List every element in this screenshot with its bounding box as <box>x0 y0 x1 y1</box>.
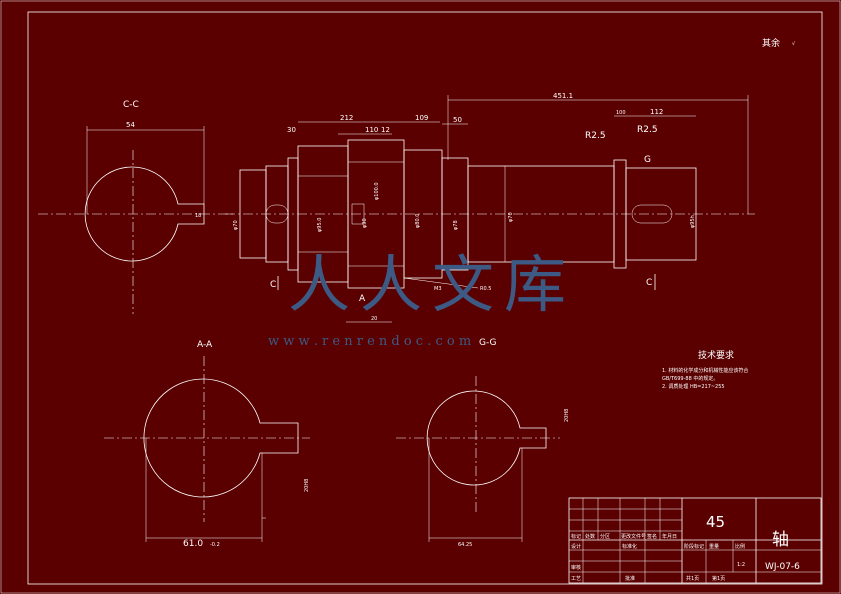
dim-aa-tol: -0.2 <box>210 542 220 548</box>
dim-12: 12 <box>381 126 390 134</box>
dim-m3: M3 <box>434 286 442 292</box>
title-part-name: 轴 <box>772 530 789 550</box>
title-block <box>568 497 822 584</box>
dim-aa-width: 61.0 <box>183 539 203 549</box>
dim-54: 54 <box>126 121 135 129</box>
corner-note: 其余 <box>762 37 780 49</box>
dim-phi95: φ95.0 <box>317 218 323 232</box>
title-row-label-5: 签名 <box>647 533 657 540</box>
marker-a: A <box>359 294 366 304</box>
title-design: 设计 <box>571 543 581 550</box>
shaft-outline <box>239 139 697 289</box>
inner-frame <box>27 11 823 585</box>
dim-212: 212 <box>340 114 353 122</box>
title-standard: 标准化 <box>622 543 637 550</box>
dim-30: 30 <box>287 126 296 134</box>
dim-50: 50 <box>453 116 462 124</box>
title-sheets-total: 共1页 <box>686 575 699 582</box>
title-row-label-6: 年月日 <box>662 533 677 540</box>
title-process: 工艺 <box>571 576 581 582</box>
dim-phi78: φ78 <box>453 220 459 230</box>
section-cc-shape <box>84 166 205 262</box>
dim-18: 18 <box>195 213 201 219</box>
dim-r05: R0.5 <box>480 286 491 292</box>
corner-note-symbol: √ <box>792 41 796 47</box>
marker-g: G <box>644 155 651 165</box>
tech-req-2: 2. 调质处理 HB=217~255 <box>662 383 725 390</box>
dim-109: 109 <box>415 114 428 122</box>
watermark-url: w w w . r e n r e n d o c . c o m <box>268 334 471 349</box>
tech-req-1b: GB/T699-88 中的规定。 <box>662 375 718 382</box>
dim-phi70b: φ70 <box>508 212 514 222</box>
dim-451: 451.1 <box>553 92 573 100</box>
dim-20: 20 <box>371 316 377 322</box>
dim-aa-key: 20H8 <box>304 479 310 492</box>
dim-gg-key: 20H8 <box>564 409 570 422</box>
title-weight: 重量 <box>709 543 719 550</box>
section-aa-shape <box>143 378 299 498</box>
title-stage-label: 阶段标记 <box>684 543 704 550</box>
title-row-label-4: 更改文件号 <box>621 533 646 540</box>
marker-c-left: C <box>270 280 276 290</box>
view-label-aa: A-A <box>197 340 213 350</box>
watermark-text: 人人文库 <box>288 248 576 321</box>
title-drawing-no: WJ-07-6 <box>765 562 800 572</box>
tech-req-1: 1. 材料的化学成分和机械性能应该符合 <box>662 367 748 374</box>
marker-c-right: C <box>646 278 652 288</box>
tech-title: 技术要求 <box>698 349 734 361</box>
section-gg-shape <box>426 390 547 486</box>
dim-r25a: R2.5 <box>585 131 606 141</box>
title-check: 审核 <box>571 564 581 571</box>
view-label-cc: C-C <box>123 100 139 110</box>
dim-phi100: φ100.0 <box>374 182 380 200</box>
dim-100: 100 <box>616 110 626 116</box>
tech-requirements: 技术要求 1. 材料的化学成分和机械性能应该符合 GB/T699-88 中的规定… <box>662 349 748 390</box>
title-row-label-1: 标记 <box>571 533 581 540</box>
title-approve: 批准 <box>625 575 635 582</box>
dim-110: 110 <box>365 126 378 134</box>
dim-phi70: φ70 <box>233 220 239 230</box>
dim-phi90: φ90 <box>362 218 368 228</box>
title-material: 45 <box>706 513 725 531</box>
dim-r25b: R2.5 <box>637 125 658 135</box>
title-sheet-no: 第1页 <box>712 575 725 582</box>
title-row-label-2: 处数 <box>585 533 595 540</box>
title-scale: 1:2 <box>737 562 745 568</box>
title-row-label-3: 分区 <box>600 533 610 540</box>
dim-phi80: φ80.0 <box>415 214 421 228</box>
title-ratio: 比例 <box>735 543 745 550</box>
dim-gg-width: 64.25 <box>458 542 472 548</box>
dim-112: 112 <box>650 108 663 116</box>
dim-phi95b: φ95h <box>690 215 696 228</box>
view-label-gg: G-G <box>479 338 497 348</box>
top-dimensions: 451.1 212 110 12 109 50 30 100 112 R2.5 … <box>287 92 749 214</box>
